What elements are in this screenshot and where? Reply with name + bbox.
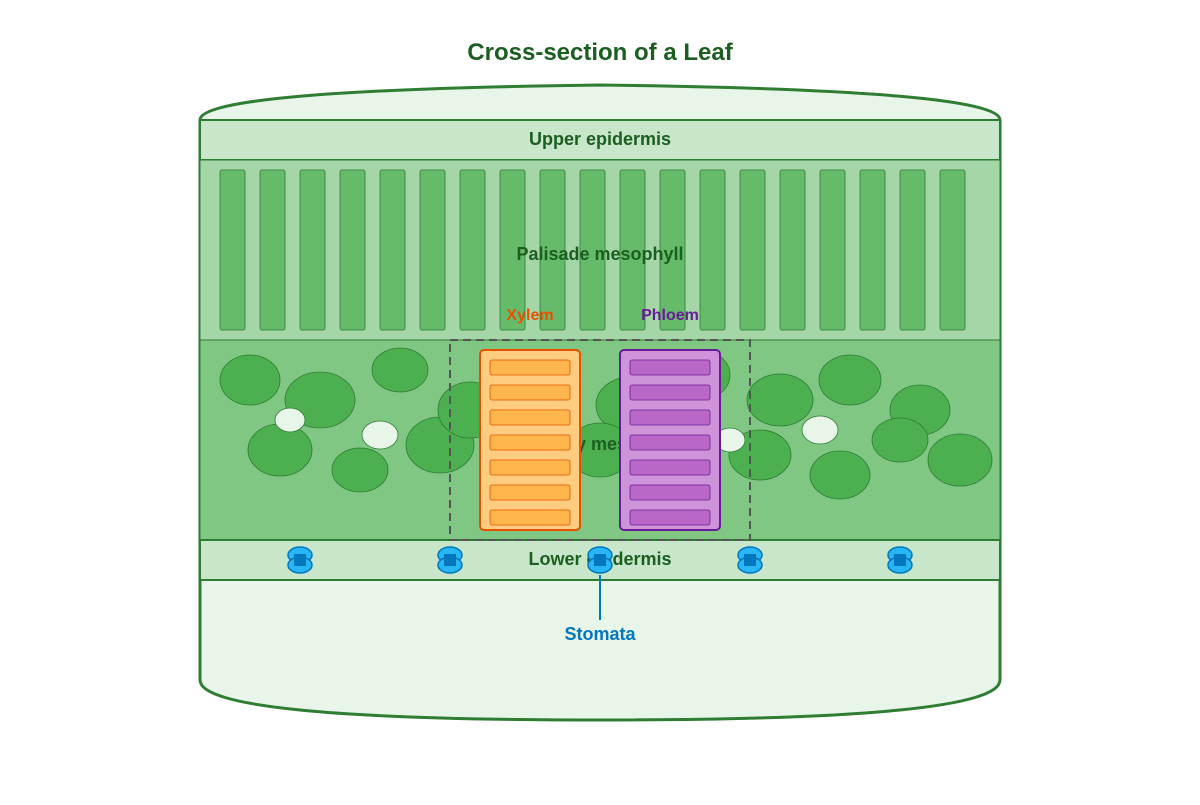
spongy-cell [809,450,871,500]
xylem-vessel [489,434,571,451]
spongy-cell [818,354,882,406]
phloem-tube [629,434,711,451]
palisade-cell [339,169,366,331]
stoma-pore [594,554,606,566]
phloem-tube [629,459,711,476]
xylem-vessel [489,459,571,476]
palisade-cell [899,169,926,331]
palisade-cell [219,169,246,331]
phloem-label: Phloem [641,307,699,324]
stoma-pore [744,554,756,566]
palisade-cell [859,169,886,331]
upper-epidermis-label: Upper epidermis [529,129,671,149]
stoma [737,546,763,574]
phloem-tube [629,484,711,501]
upper-epidermis-layer [199,119,1001,161]
air-space [361,420,399,450]
stoma [587,546,613,574]
palisade-cells [219,169,966,331]
stomata-label: Stomata [564,624,636,644]
air-space [801,415,839,445]
palisade-cell [459,169,486,331]
phloem-tube [629,384,711,401]
air-space [274,407,306,433]
stoma [887,546,913,574]
xylem-label: Xylem [506,307,553,324]
palisade-cell [579,169,606,331]
palisade-cell [499,169,526,331]
stomata-group [287,546,913,574]
stoma-pore [294,554,306,566]
spongy-cell [331,447,389,493]
phloem-tube [629,359,711,376]
palisade-cell [659,169,686,331]
stoma [287,546,313,574]
palisade-cell [699,169,726,331]
phloem-tube [629,409,711,426]
palisade-cell [259,169,286,331]
stoma [437,546,463,574]
palisade-cell [419,169,446,331]
spongy-cells [219,347,993,500]
palisade-cell [299,169,326,331]
xylem-cells [489,359,571,526]
stoma-pore [444,554,456,566]
palisade-cell [539,169,566,331]
phloem-cells [629,359,711,526]
palisade-label: Palisade mesophyll [516,244,683,264]
palisade-cell [619,169,646,331]
spongy-cell [371,347,429,393]
phloem-tube [629,509,711,526]
vascular-bundle-outline [449,339,751,541]
palisade-cell [779,169,806,331]
xylem-vessel [489,409,571,426]
xylem-vessel [489,384,571,401]
spongy-cell [247,423,313,477]
spongy-cell [746,373,814,427]
stoma-pore [894,554,906,566]
spongy-cell [219,354,281,406]
diagram-title: Cross-section of a Leaf [467,39,733,66]
spongy-cell [927,433,993,487]
palisade-cell [939,169,966,331]
palisade-cell [379,169,406,331]
xylem-vessel [489,509,571,526]
spongy-cell [871,417,929,463]
xylem-vessel [489,484,571,501]
palisade-cell [739,169,766,331]
xylem-vessel [489,359,571,376]
palisade-cell [819,169,846,331]
